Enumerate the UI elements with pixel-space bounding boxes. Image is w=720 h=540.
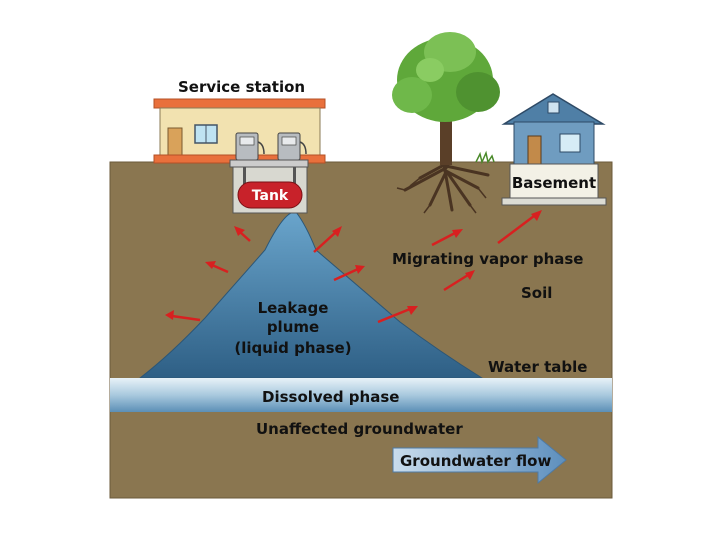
- soil-label: Soil: [521, 284, 552, 302]
- plume-label-line3: (liquid phase): [234, 339, 351, 357]
- groundwater-band: [110, 378, 612, 412]
- flow-arrow-icon: [392, 435, 567, 485]
- unaffected-groundwater-label: Unaffected groundwater: [256, 420, 463, 438]
- dissolved-phase-label: Dissolved phase: [262, 388, 399, 406]
- plume-label-line1: Leakage: [258, 299, 329, 317]
- tree-icon: [392, 32, 500, 214]
- migrating-vapor-label: Migrating vapor phase: [392, 250, 583, 268]
- tank-label: Tank: [252, 188, 289, 204]
- service-station-label: Service station: [178, 78, 305, 96]
- water-table-label: Water table: [488, 358, 587, 376]
- basement-label: Basement: [512, 174, 596, 192]
- groundwater-flow-label: Groundwater flow: [400, 452, 551, 470]
- tank-shape: [237, 181, 303, 209]
- vapor-arrow-icon: [165, 210, 542, 324]
- grass-tuft: [475, 150, 495, 165]
- house-icon: [501, 93, 607, 206]
- fuel-pump-icon: [229, 132, 309, 168]
- plume-label-line2: plume: [267, 318, 319, 336]
